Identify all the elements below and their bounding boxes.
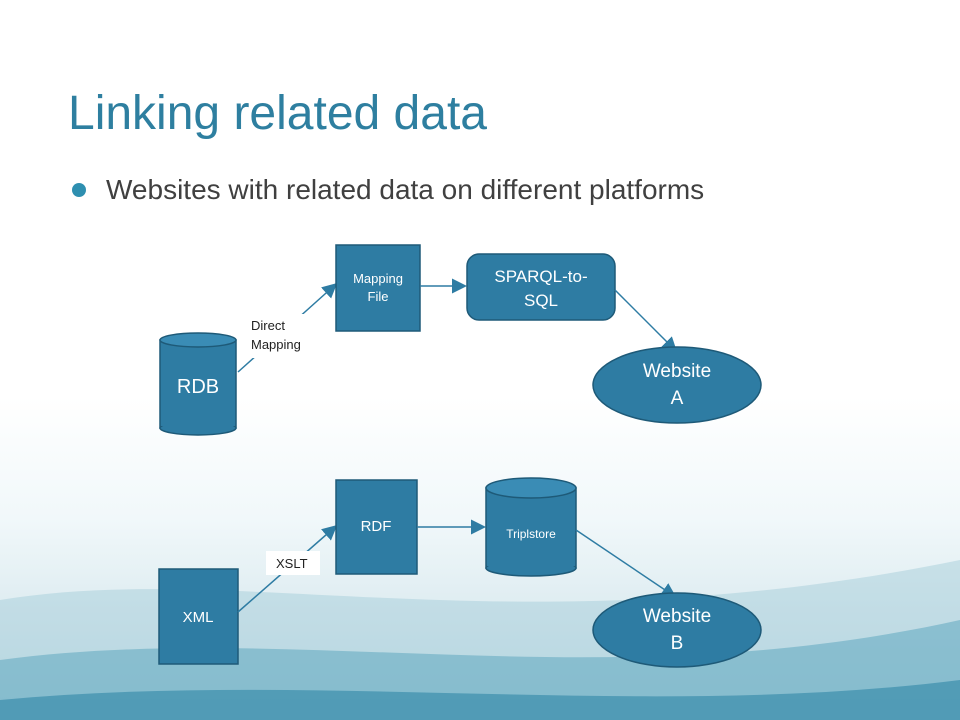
rdf-label: RDF bbox=[361, 518, 392, 535]
website-b-label-line1: Website bbox=[643, 606, 711, 627]
triplstore-label: Triplstore bbox=[506, 527, 556, 541]
bullet-text: Websites with related data on different … bbox=[106, 174, 705, 205]
xml-label: XML bbox=[183, 609, 214, 626]
xml-node: XML bbox=[158, 568, 239, 665]
edge-sparql-to-website-a bbox=[614, 289, 678, 353]
rdb-label: RDB bbox=[177, 376, 219, 398]
rdb-cylinder: RDB bbox=[159, 332, 237, 436]
website-a-label-line2: A bbox=[671, 388, 684, 409]
sparql-label-line1: SPARQL-to- bbox=[494, 267, 587, 286]
triplstore-cylinder: Triplstore bbox=[485, 477, 577, 577]
mapping-file-label-line1: Mapping bbox=[353, 271, 403, 286]
direct-mapping-label-bg bbox=[246, 314, 316, 358]
edge-triplstore-to-website-b bbox=[575, 529, 677, 598]
xslt-label: XSLT bbox=[276, 556, 308, 571]
website-a-label-line1: Website bbox=[643, 361, 711, 382]
website-a-node: Website A bbox=[592, 346, 762, 424]
sparql-label-line2: SQL bbox=[524, 291, 558, 310]
bullet-dot-icon bbox=[72, 183, 86, 197]
bullet-item: Websites with related data on different … bbox=[72, 174, 704, 206]
direct-mapping-label-line1: Direct bbox=[251, 318, 285, 333]
sparql-to-sql-node: SPARQL-to- SQL bbox=[466, 253, 616, 321]
slide-title: Linking related data bbox=[68, 87, 487, 140]
website-b-node: Website B bbox=[592, 592, 762, 668]
website-b-label-line2: B bbox=[671, 633, 684, 654]
mapping-file-node: Mapping File bbox=[335, 244, 421, 332]
mapping-file-label-line2: File bbox=[368, 289, 389, 304]
xslt-label-bg bbox=[266, 551, 320, 575]
rdf-node: RDF bbox=[335, 479, 418, 575]
direct-mapping-label-line2: Mapping bbox=[251, 337, 301, 352]
